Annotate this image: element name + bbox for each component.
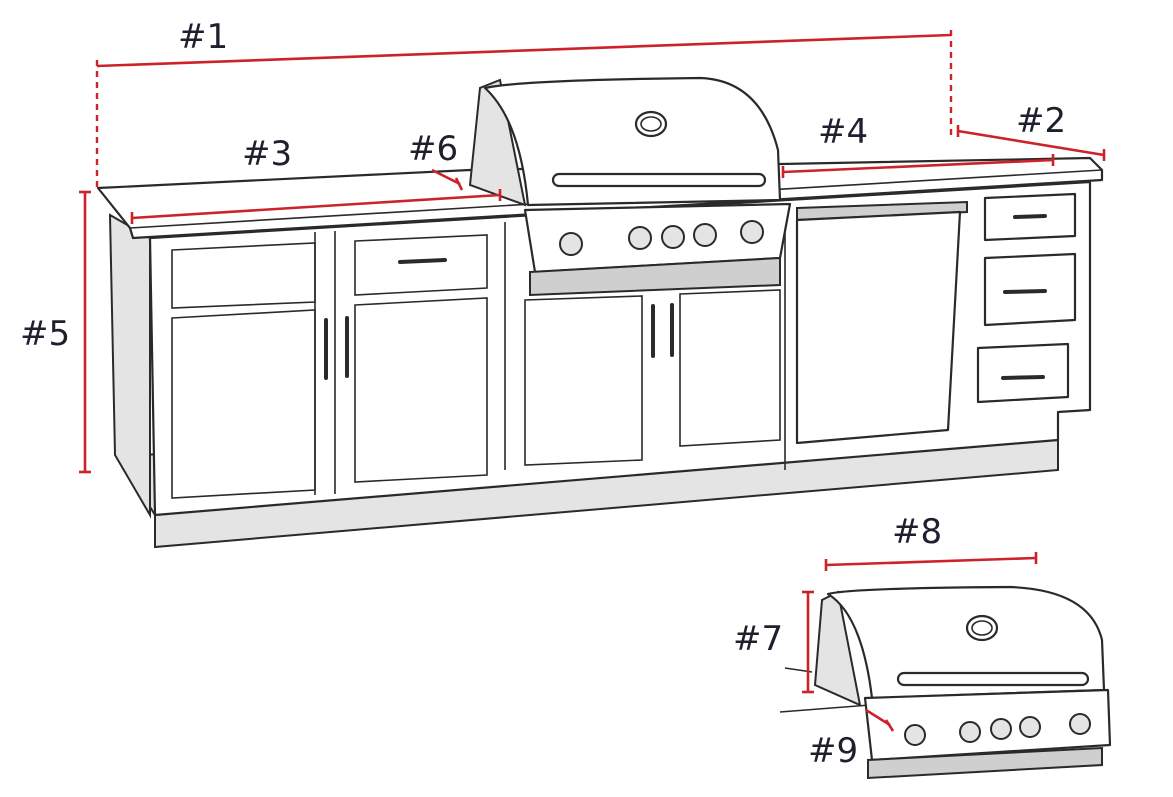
grill-detail-view [779, 585, 1112, 780]
refrigerator [795, 200, 968, 445]
grill-door-right [679, 289, 781, 447]
dimension-2-line [957, 129, 1105, 157]
dimension-lines [79, 30, 1106, 732]
grill-base-cabinet [524, 205, 786, 470]
dimension-label-3: #3 [242, 134, 292, 174]
knob [559, 232, 583, 256]
hood-handle [551, 172, 767, 188]
drawer-3 [976, 342, 1070, 404]
temperature-gauge [634, 110, 668, 138]
top-drawer [354, 234, 488, 296]
dimension-label-4: #4 [818, 112, 868, 152]
detail-control-panel [863, 688, 1112, 762]
dimension-label-6: #6 [408, 129, 458, 169]
grill-base-trim [529, 256, 781, 297]
detail-hood-handle [896, 671, 1090, 687]
knob [661, 225, 685, 249]
knob [693, 223, 717, 247]
left-cabinet [171, 222, 506, 499]
dimension-labels: #1 #2 #3 #4 #5 #6 #7 #8 #9 [20, 17, 1066, 771]
grill-door-left [524, 295, 643, 466]
dimension-label-2: #2 [1016, 101, 1066, 141]
dimension-8-line [825, 556, 1037, 567]
dimension-label-1: #1 [178, 17, 228, 57]
dimension-label-9: #9 [808, 731, 858, 771]
dimension-3-line [131, 193, 501, 220]
dimension-9-line [865, 708, 891, 727]
knob [628, 226, 652, 250]
dimension-4-line [782, 158, 1054, 174]
dimension-label-5: #5 [20, 314, 70, 354]
dimension-label-7: #7 [733, 619, 783, 659]
built-in-grill [468, 76, 792, 297]
detail-grill-hood [826, 585, 1106, 700]
knob [740, 220, 764, 244]
grill-side [468, 78, 527, 207]
dimension-1-line [96, 33, 952, 68]
detail-temperature-gauge [965, 614, 999, 642]
detail-burner-knobs [904, 713, 1091, 746]
left-side-panel [108, 213, 151, 519]
burner-knobs [559, 220, 764, 256]
right-drawer-stack [976, 192, 1077, 404]
right-door [354, 297, 488, 483]
fridge-door [795, 210, 962, 445]
dimension-label-8: #8 [892, 512, 942, 552]
drawer-handle [398, 258, 447, 264]
dimension-6-line [431, 168, 461, 186]
